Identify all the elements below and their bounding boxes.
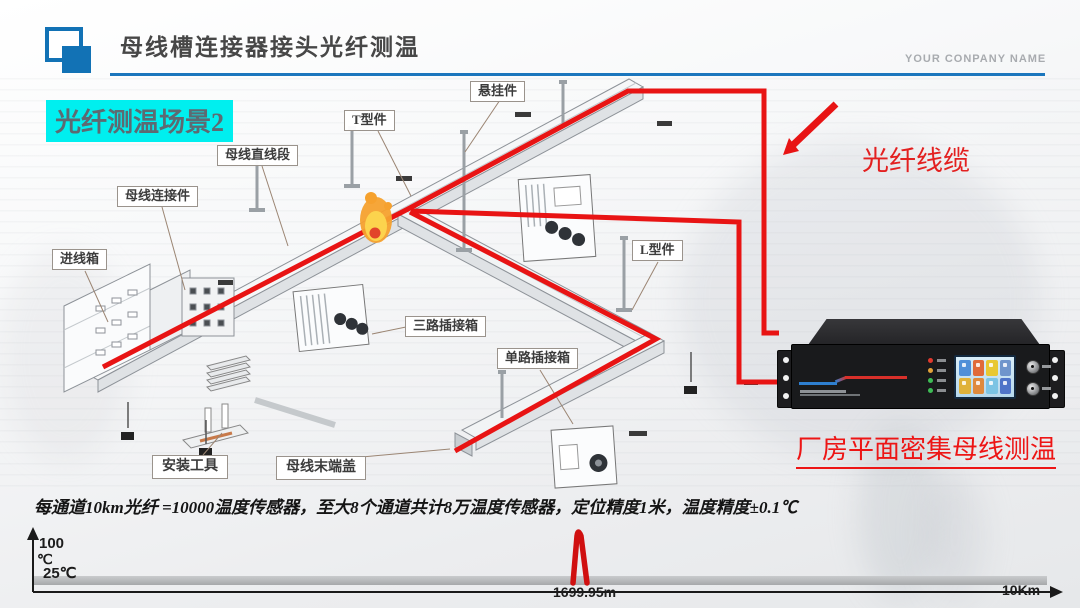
louver-stack	[206, 355, 336, 428]
panel-red-stripe	[845, 376, 907, 379]
baseline-bar	[33, 576, 1047, 585]
panel-text-smudge	[800, 394, 860, 396]
incoming-box	[63, 263, 235, 393]
app-icon	[999, 378, 1011, 394]
app-icon	[972, 360, 984, 376]
y-axis-arrow-icon	[27, 527, 39, 540]
spec-text: 每通道10km光纤 =10000温度传感器，至大8个通道共计8万温度传感器，定位…	[34, 498, 798, 517]
device-touchscreen	[954, 355, 1016, 399]
part-label-three-way-box: 三路插接箱	[405, 316, 487, 337]
power-led-icon	[928, 388, 933, 393]
flame-icon	[360, 192, 392, 243]
part-label-straight: 母线直线段	[217, 145, 299, 166]
company-name: YOUR CONPANY NAME	[905, 53, 1047, 65]
part-label-end-cap: 母线末端盖	[276, 456, 366, 481]
hanger-rods	[255, 84, 626, 418]
app-icon	[959, 360, 971, 376]
fiber-route-line	[101, 88, 779, 454]
install-tools	[182, 403, 249, 449]
axis-baseline-label: 25℃	[43, 565, 77, 582]
temperature-axis	[27, 527, 1063, 598]
app-icon	[959, 378, 971, 394]
device-caption: 厂房平面密集母线测温	[786, 429, 1066, 469]
app-icon	[972, 378, 984, 394]
page-title: 母线槽连接器接头光纤测温	[120, 35, 420, 60]
event-distance-label: 1699.95m	[553, 584, 617, 600]
led-label	[937, 369, 946, 372]
part-label-t-piece: T型件	[344, 110, 395, 131]
axis-xmax-label: 10Km	[1002, 582, 1041, 598]
run-led-icon	[928, 378, 933, 383]
leader-lines	[84, 99, 659, 458]
single-plug-box	[550, 425, 618, 489]
part-label-connector: 母线连接件	[117, 186, 199, 207]
alarm-led-icon	[928, 358, 933, 363]
app-icon	[986, 378, 998, 394]
led-label	[937, 359, 946, 362]
part-label-incoming-box: 进线箱	[52, 249, 108, 270]
temperature-host-device	[777, 316, 1065, 412]
part-label-single-box: 单路插接箱	[497, 348, 579, 369]
three-way-plug-box	[292, 283, 370, 353]
fiber-arrow-icon	[783, 101, 839, 155]
fault-led-icon	[928, 368, 933, 373]
fiber-connector-icon	[1026, 360, 1040, 374]
company-logo-icon	[62, 46, 91, 73]
connector-label	[1042, 365, 1051, 368]
device-front-panel	[791, 344, 1051, 409]
axis-ymax-label: 100	[39, 535, 65, 552]
device-top-cover	[808, 319, 1040, 345]
panel-text-smudge	[800, 390, 846, 393]
part-label-l-piece: L型件	[632, 240, 683, 261]
part-label-hanger: 悬挂件	[470, 81, 526, 102]
led-label	[937, 389, 946, 392]
part-label-tools: 安装工具	[152, 455, 228, 480]
header-divider	[110, 73, 1045, 76]
app-icon	[986, 360, 998, 376]
led-label	[937, 379, 946, 382]
axis-unit-label: ℃	[37, 551, 53, 567]
app-icon	[999, 360, 1011, 376]
scenario-badge: 光纤测温场景2	[46, 100, 234, 142]
fiber-connector-icon	[1026, 382, 1040, 396]
connector-label	[1042, 387, 1051, 390]
x-axis-arrow-icon	[1050, 586, 1063, 598]
fiber-cable-label: 光纤线缆	[862, 146, 970, 176]
panel-blue-stripe	[799, 382, 837, 385]
temperature-spike	[570, 529, 590, 586]
